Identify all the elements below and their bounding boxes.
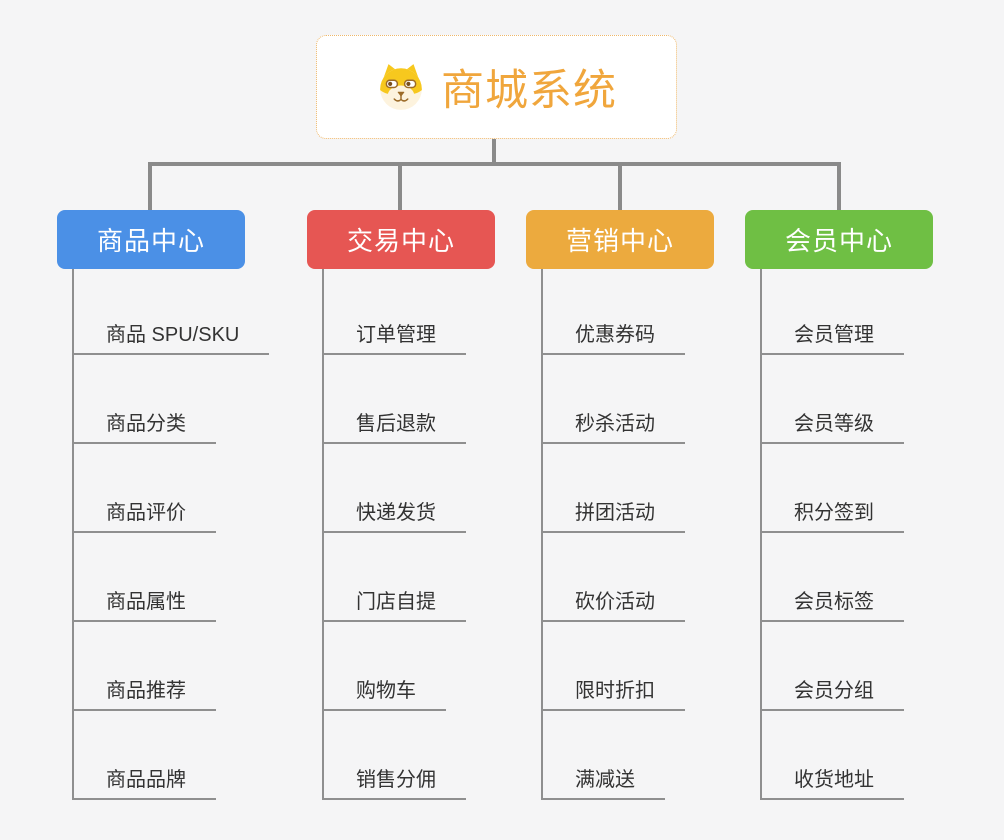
branch-header-product-center[interactable]: 商品中心 <box>57 210 245 269</box>
branch-marketing-center: 营销中心 优惠券码 秒杀活动 拼团活动 砍价活动 限时折扣 满减送 <box>526 210 714 800</box>
branch-trunk-line <box>322 269 324 800</box>
node-item[interactable]: 商品推荐 <box>72 679 216 711</box>
node-item[interactable]: 优惠券码 <box>541 323 685 355</box>
branch-trunk-line <box>760 269 762 800</box>
branch-member-center: 会员中心 会员管理 会员等级 积分签到 会员标签 会员分组 收货地址 <box>745 210 933 800</box>
branch-items: 会员管理 会员等级 积分签到 会员标签 会员分组 收货地址 <box>745 269 933 800</box>
node-item[interactable]: 商品评价 <box>72 501 216 533</box>
node-item[interactable]: 砍价活动 <box>541 590 685 622</box>
node-item[interactable]: 门店自提 <box>322 590 466 622</box>
node-item[interactable]: 购物车 <box>322 679 446 711</box>
branch-header-member-center[interactable]: 会员中心 <box>745 210 933 269</box>
node-item[interactable]: 收货地址 <box>760 768 904 800</box>
node-item[interactable]: 会员等级 <box>760 412 904 444</box>
branch-trunk-line <box>541 269 543 800</box>
branch-items: 商品 SPU/SKU 商品分类 商品评价 商品属性 商品推荐 商品品牌 <box>57 269 270 800</box>
node-item[interactable]: 快递发货 <box>322 501 466 533</box>
branch-items: 订单管理 售后退款 快递发货 门店自提 购物车 销售分佣 <box>307 269 495 800</box>
connector-drop-2 <box>398 162 402 212</box>
connector-root-stub <box>492 139 496 165</box>
node-item[interactable]: 会员分组 <box>760 679 904 711</box>
node-item[interactable]: 商品 SPU/SKU <box>72 323 270 355</box>
branch-product-center: 商品中心 商品 SPU/SKU 商品分类 商品评价 商品属性 商品推荐 商品品牌 <box>57 210 270 800</box>
node-item[interactable]: 会员标签 <box>760 590 904 622</box>
node-item[interactable]: 积分签到 <box>760 501 904 533</box>
node-item[interactable]: 订单管理 <box>322 323 466 355</box>
node-item[interactable]: 销售分佣 <box>322 768 466 800</box>
node-item[interactable]: 售后退款 <box>322 412 466 444</box>
node-item[interactable]: 限时折扣 <box>541 679 685 711</box>
node-item[interactable]: 商品品牌 <box>72 768 216 800</box>
node-item[interactable]: 商品属性 <box>72 590 216 622</box>
connector-drop-3 <box>618 162 622 212</box>
node-item[interactable]: 秒杀活动 <box>541 412 685 444</box>
branch-items: 优惠券码 秒杀活动 拼团活动 砍价活动 限时折扣 满减送 <box>526 269 714 800</box>
connector-drop-4 <box>837 162 841 212</box>
node-item[interactable]: 商品分类 <box>72 412 216 444</box>
node-item[interactable]: 满减送 <box>541 768 665 800</box>
connector-drop-1 <box>148 162 152 212</box>
root-node[interactable]: 商城系统 <box>316 35 677 139</box>
branch-header-marketing-center[interactable]: 营销中心 <box>526 210 714 269</box>
root-title: 商城系统 <box>441 67 617 115</box>
branch-trade-center: 交易中心 订单管理 售后退款 快递发货 门店自提 购物车 销售分佣 <box>307 210 495 800</box>
branch-trunk-line <box>72 269 74 800</box>
branch-header-trade-center[interactable]: 交易中心 <box>307 210 495 269</box>
node-item[interactable]: 会员管理 <box>760 323 904 355</box>
connector-horizontal <box>148 162 841 166</box>
node-item[interactable]: 拼团活动 <box>541 501 685 533</box>
dog-face-icon <box>376 62 426 112</box>
